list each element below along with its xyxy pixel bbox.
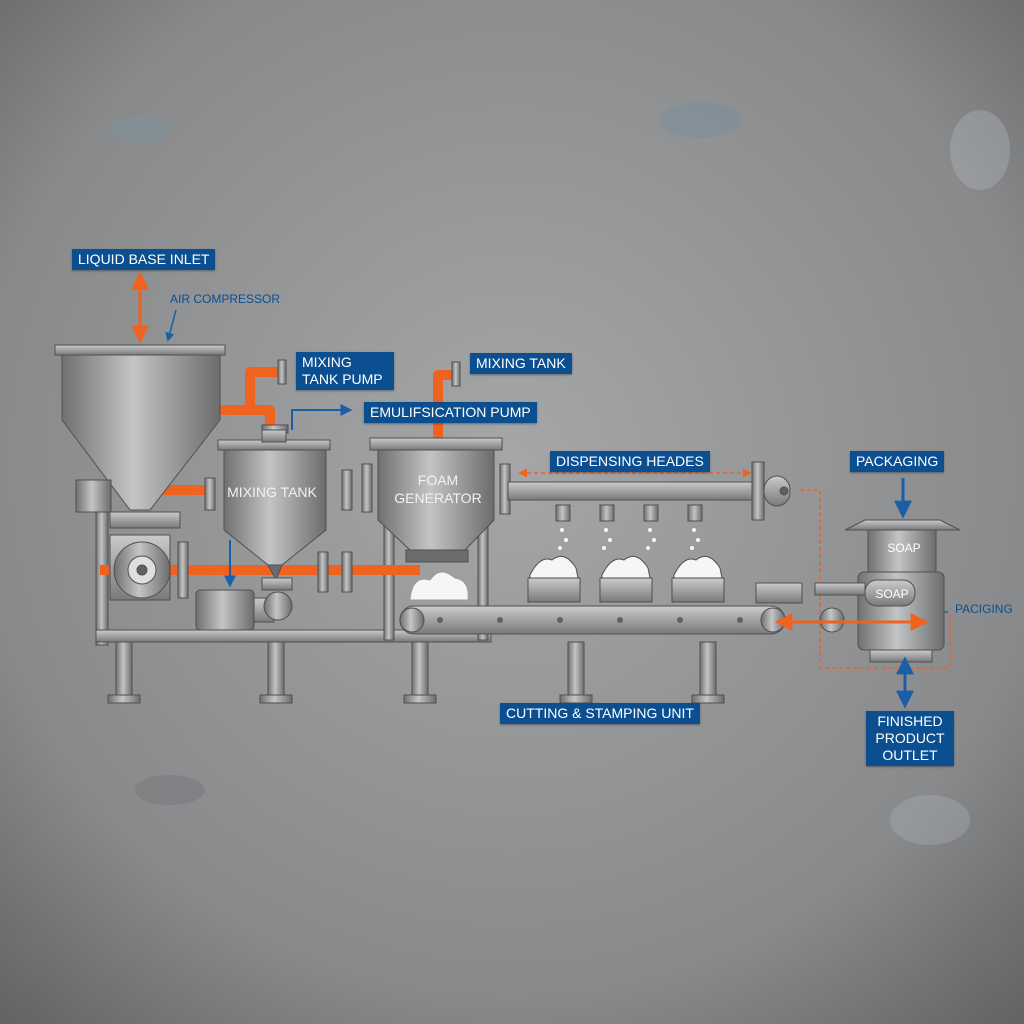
packaging-label: PACKAGING bbox=[850, 451, 945, 472]
feed-hopper bbox=[54, 344, 226, 511]
emulsification-pump-label: EMULIFSICATION PUMP bbox=[364, 402, 537, 423]
foam-sprays bbox=[558, 528, 700, 550]
foam-generator-label-line1: FOAM bbox=[418, 472, 458, 488]
background-stains bbox=[110, 102, 1010, 845]
dispensing-nozzles bbox=[555, 504, 703, 522]
emulsification-pump-motor bbox=[195, 577, 293, 631]
liquid-base-inlet-label: LIQUID BASE INLET bbox=[72, 249, 216, 270]
cutting-stamping-unit-label: CUTTING & STAMPING UNIT bbox=[500, 703, 700, 724]
mixing-tank-top-label: MIXING TANK bbox=[470, 353, 572, 374]
air-compressor-label: AIR COMPRESSOR bbox=[170, 292, 281, 306]
flow-arrows bbox=[131, 271, 929, 709]
mixing-tank-pump-label: MIXING TANK PUMP bbox=[296, 352, 394, 390]
packaging-side-label: PACIGING bbox=[955, 602, 1013, 616]
dispensing-heads-label: DISPENSING HEADES bbox=[550, 451, 710, 472]
foam-pile bbox=[409, 571, 469, 601]
hopper-motor bbox=[75, 479, 181, 529]
soap-label-top: SOAP bbox=[887, 541, 920, 555]
gear-pump bbox=[109, 534, 171, 601]
foam-generator-label-line2: GENERATOR bbox=[394, 490, 481, 506]
foam-generator bbox=[369, 437, 503, 563]
mixing-tank bbox=[217, 429, 331, 582]
machine-frame bbox=[95, 479, 725, 704]
soap-molds bbox=[527, 555, 803, 604]
dispensing-manifold bbox=[507, 461, 791, 521]
mixing-tank-label: MIXING TANK bbox=[227, 484, 317, 500]
conveyor-bolts bbox=[437, 617, 743, 623]
finished-product-outlet-label: FINISHED PRODUCT OUTLET bbox=[866, 711, 954, 766]
soap-label-bottom: SOAP bbox=[875, 587, 908, 601]
